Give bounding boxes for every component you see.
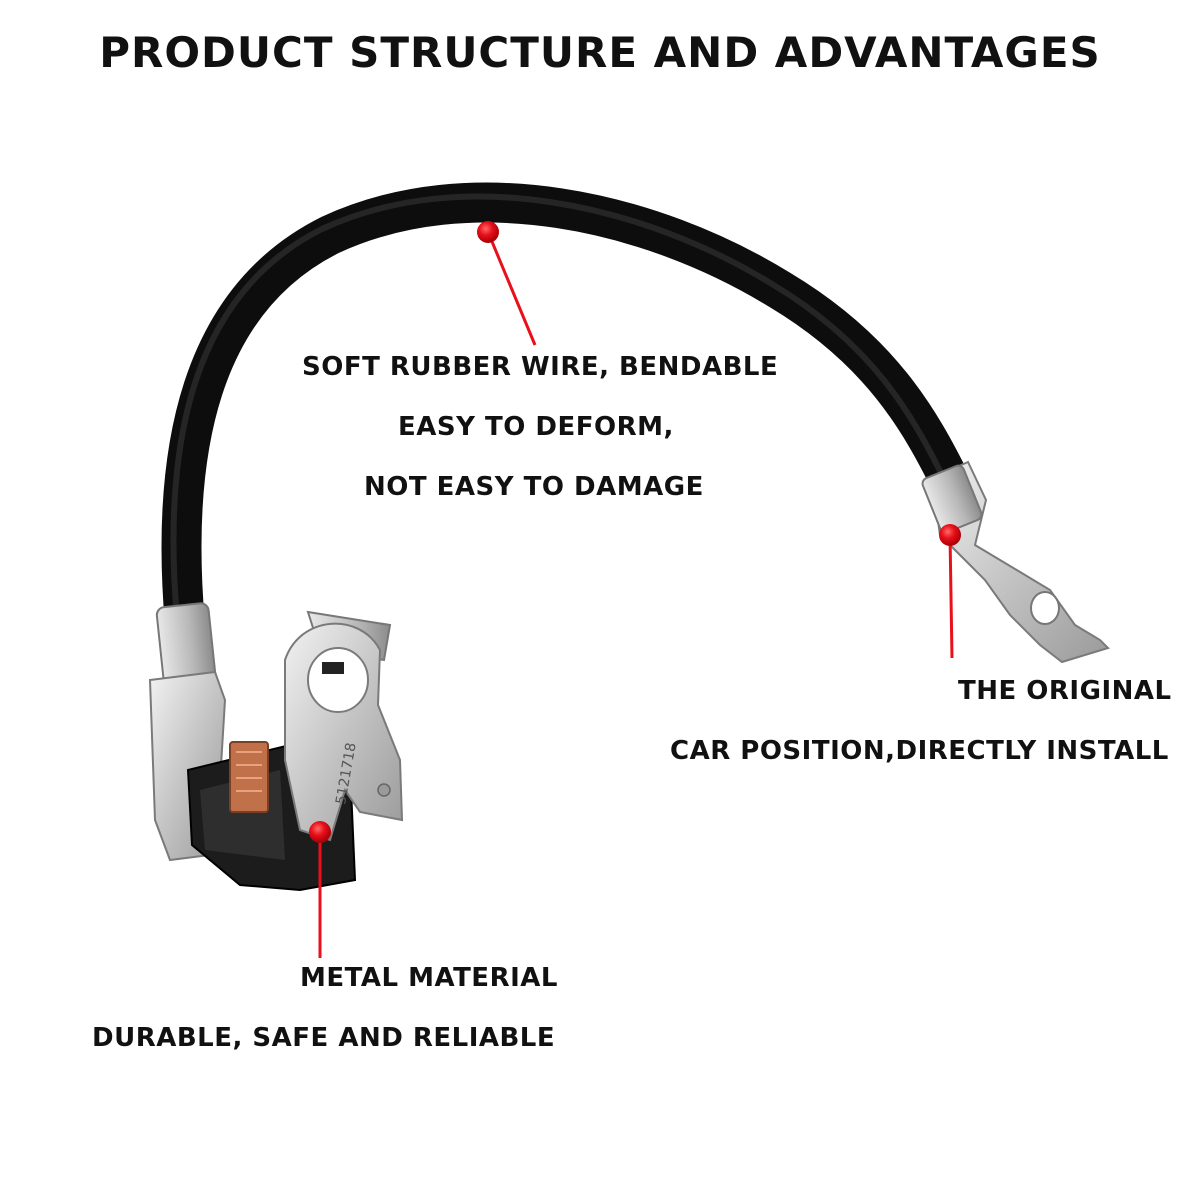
wire-callout-line3: NOT EASY TO DAMAGE xyxy=(364,472,704,502)
clamp-marker-dot xyxy=(309,821,331,843)
ring-terminal xyxy=(921,460,1110,664)
terminal-callout-line2: CAR POSITION,DIRECTLY INSTALL xyxy=(670,736,1169,766)
battery-clamp: 5121718 xyxy=(284,610,404,842)
wire-callout-line2: EASY TO DEFORM, xyxy=(398,412,674,442)
callout-markers xyxy=(309,221,961,843)
wire-marker-dot xyxy=(477,221,499,243)
callout-leaders xyxy=(318,231,954,958)
wire-leader-line xyxy=(486,231,537,346)
terminal-leader-line xyxy=(948,534,954,659)
terminal-marker-dot xyxy=(939,524,961,546)
terminal-callout-line1: THE ORIGINAL xyxy=(958,676,1172,706)
clamp-callout-line2: DURABLE, SAFE AND RELIABLE xyxy=(92,1023,556,1053)
page-title: PRODUCT STRUCTURE AND ADVANTAGES xyxy=(99,28,1101,77)
rubber-cable xyxy=(161,182,972,645)
clamp-callout-line1: METAL MATERIAL xyxy=(300,963,558,993)
wire-callout-line1: SOFT RUBBER WIRE, BENDABLE xyxy=(302,352,779,382)
